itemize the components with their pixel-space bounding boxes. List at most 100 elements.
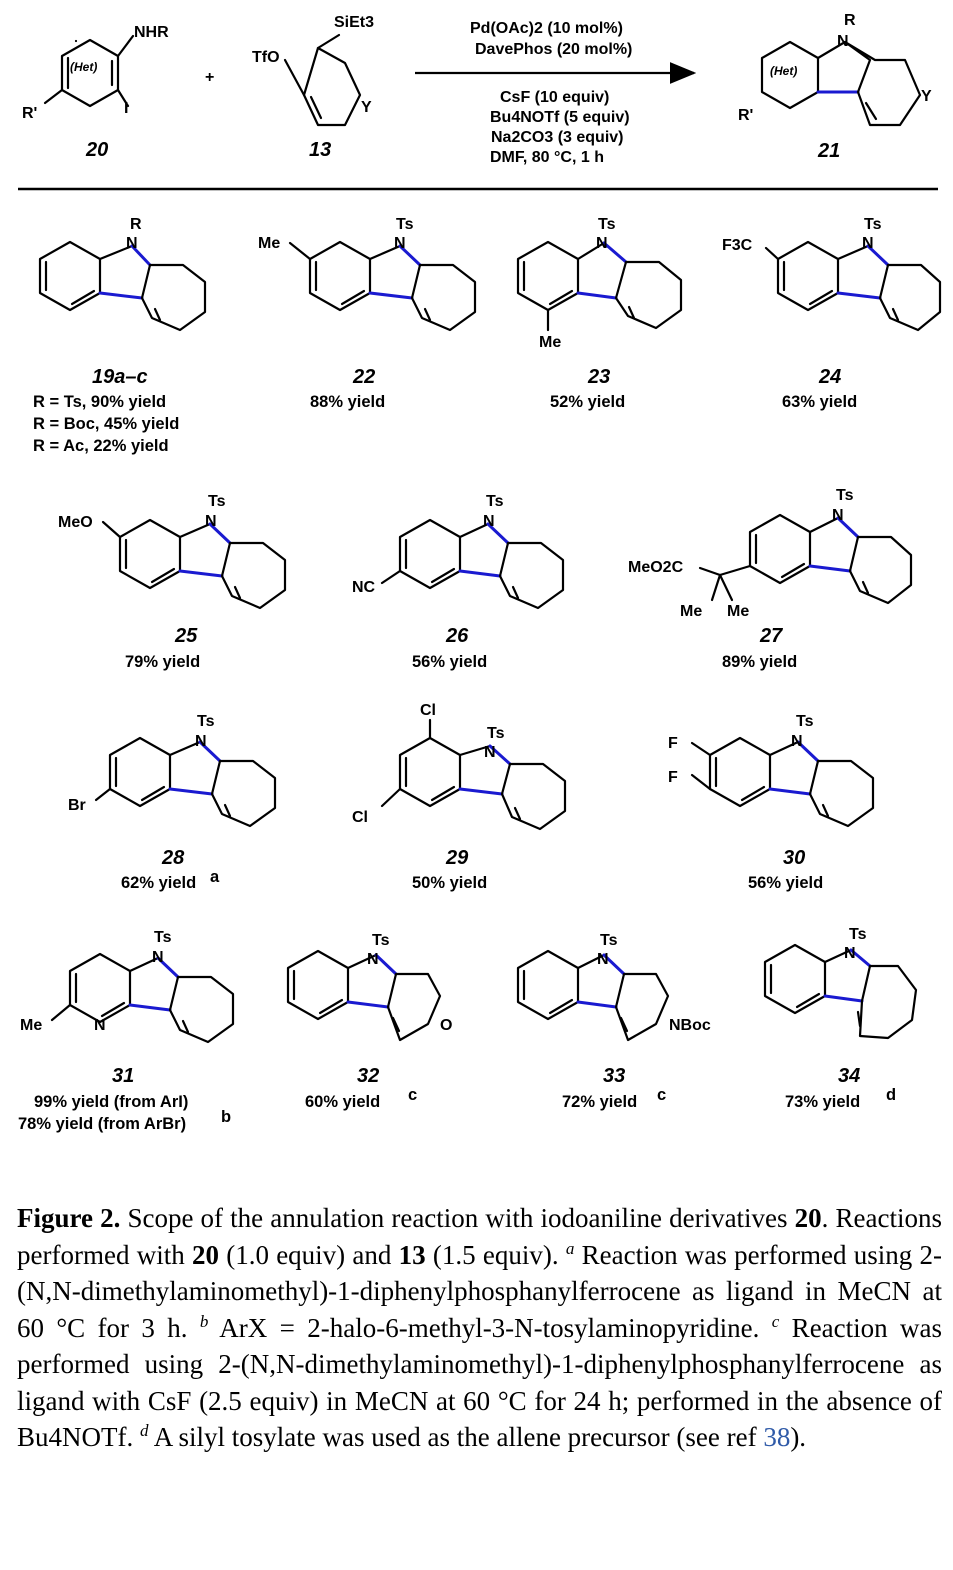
yield-line: 62% yield <box>121 874 196 892</box>
caption-label: Figure 2. <box>17 1203 121 1233</box>
compound-number: 34 <box>838 1065 860 1087</box>
meo-label: MeO <box>58 514 93 531</box>
f-label: F <box>668 735 678 752</box>
pyridine-n-label: N <box>94 1017 106 1034</box>
yield-line: 56% yield <box>748 874 823 892</box>
n-label: N <box>844 945 856 962</box>
n-label: N <box>791 733 803 750</box>
nc-label: NC <box>352 579 376 596</box>
compound-number: 27 <box>759 625 783 647</box>
compound-number: 25 <box>174 625 198 647</box>
yield-line: 73% yield <box>785 1093 860 1111</box>
entry-25: MeO Ts N 25 79% yield <box>58 493 287 671</box>
entry-31: Ts N Me N 31 99% yield (from ArI) 78% yi… <box>18 929 235 1133</box>
ts-label: Ts <box>208 493 226 510</box>
entry-23: Ts N Me 23 52% yield <box>516 216 683 411</box>
compound-number-21: 21 <box>817 140 840 162</box>
entry-33: Ts N NBoc 33 72% yield c <box>516 932 711 1111</box>
entry-26: Ts N NC 26 56% yield <box>352 493 565 671</box>
n-label: N <box>394 235 406 252</box>
compound-ref: 13 <box>398 1239 426 1270</box>
caption-text: Reaction was performed using 2-(N,N-dime… <box>17 1312 943 1453</box>
entry-22: Me Ts N 22 88% yield <box>258 216 477 411</box>
yield-line: 78% yield (from ArBr) <box>18 1115 186 1133</box>
entry-19a-c: R N 19a–c R = Ts, 90% yield R = Boc, 45%… <box>33 216 207 455</box>
compound-number: 24 <box>818 366 841 388</box>
n-label: N <box>152 949 164 966</box>
n-label: N <box>832 507 844 524</box>
n-label: N <box>862 235 874 252</box>
het-label: (Het) <box>70 60 97 74</box>
ts-label: Ts <box>849 926 867 943</box>
compound-number: 26 <box>445 625 469 647</box>
ts-label: Ts <box>836 487 854 504</box>
iodo-label: I <box>124 100 128 117</box>
condition-ligand: DavePhos (20 mol%) <box>475 41 632 58</box>
compound-number: 30 <box>783 847 805 869</box>
entry-27: Ts N MeO2C Me Me 27 89% yield <box>628 487 913 671</box>
reaction-scheme: (Het) NHR I R' 20 + SiEt3 TfO Y 13 Pd(OA… <box>18 12 942 1133</box>
ts-label: Ts <box>796 713 814 730</box>
meo2c-label: MeO2C <box>628 559 684 576</box>
yield-line: 50% yield <box>412 874 487 892</box>
caption-text: Scope of the annulation reaction with io… <box>120 1203 795 1233</box>
footnote-d: d <box>886 1086 896 1104</box>
plus-sign: + <box>205 69 214 86</box>
entry-30: Ts N F F 30 56% yield <box>668 713 875 892</box>
n-label: N <box>483 513 495 530</box>
caption-text: (1.0 equiv) and <box>218 1239 399 1270</box>
nboc-label: NBoc <box>669 1017 711 1034</box>
product-21: R N (Het) R' Y 21 <box>738 12 932 162</box>
compound-number: 31 <box>112 1065 134 1087</box>
caption-text: A silyl tosylate was used as the allene … <box>148 1422 764 1452</box>
r-prime-label: R' <box>738 107 753 124</box>
me-label: Me <box>20 1017 42 1034</box>
het-label: (Het) <box>770 64 797 78</box>
br-label: Br <box>68 797 86 814</box>
nhr-label: NHR <box>134 24 169 41</box>
ts-label: Ts <box>598 216 616 233</box>
yield-line: R = Ts, 90% yield <box>33 393 166 411</box>
footnote-marker: d <box>140 1421 149 1440</box>
compound-ref: 20 <box>794 1203 822 1233</box>
yield-line: 79% yield <box>125 653 200 671</box>
condition-csf: CsF (10 equiv) <box>500 89 609 106</box>
compound-number: 19a–c <box>92 366 148 388</box>
n-label: N <box>837 33 849 50</box>
footnote-c: c <box>408 1086 417 1104</box>
ts-label: Ts <box>372 932 390 949</box>
y-label: Y <box>921 88 932 105</box>
yield-line: R = Ac, 22% yield <box>33 437 169 455</box>
n-label: N <box>126 235 138 252</box>
n-label: N <box>484 744 496 761</box>
yield-line: 60% yield <box>305 1093 380 1111</box>
ts-label: Ts <box>600 932 618 949</box>
ts-label: Ts <box>486 493 504 510</box>
compound-ref: 20 <box>191 1239 219 1270</box>
entry-34: Ts N 34 73% yield d <box>763 926 918 1111</box>
condition-na2co3: Na2CO3 (3 equiv) <box>491 129 623 146</box>
tfo-label: TfO <box>252 49 280 66</box>
entry-29: Cl Ts N Cl 29 50% yield <box>352 702 567 892</box>
compound-number: 23 <box>587 366 610 388</box>
n-label: N <box>205 513 217 530</box>
compound-number-20: 20 <box>85 139 108 161</box>
footnote-a: a <box>210 868 220 886</box>
yield-line: 72% yield <box>562 1093 637 1111</box>
footnote-b: b <box>221 1108 231 1126</box>
yield-line: 99% yield (from ArI) <box>34 1093 188 1111</box>
f-label: F <box>668 769 678 786</box>
ts-label: Ts <box>396 216 414 233</box>
reactant-20: (Het) NHR I R' 20 <box>22 24 169 161</box>
y-label: Y <box>361 99 372 116</box>
compound-number: 28 <box>161 847 185 869</box>
condition-catalyst: Pd(OAc)2 (10 mol%) <box>470 20 623 37</box>
yield-line: 63% yield <box>782 393 857 411</box>
compound-number-13: 13 <box>309 139 331 161</box>
reaction-conditions: Pd(OAc)2 (10 mol%) DavePhos (20 mol%) Cs… <box>415 20 697 166</box>
compound-number: 33 <box>603 1065 625 1087</box>
reactant-13: SiEt3 TfO Y 13 <box>252 14 374 161</box>
footnote-marker: c <box>771 1311 780 1331</box>
reference-link[interactable]: 38 <box>763 1422 791 1452</box>
